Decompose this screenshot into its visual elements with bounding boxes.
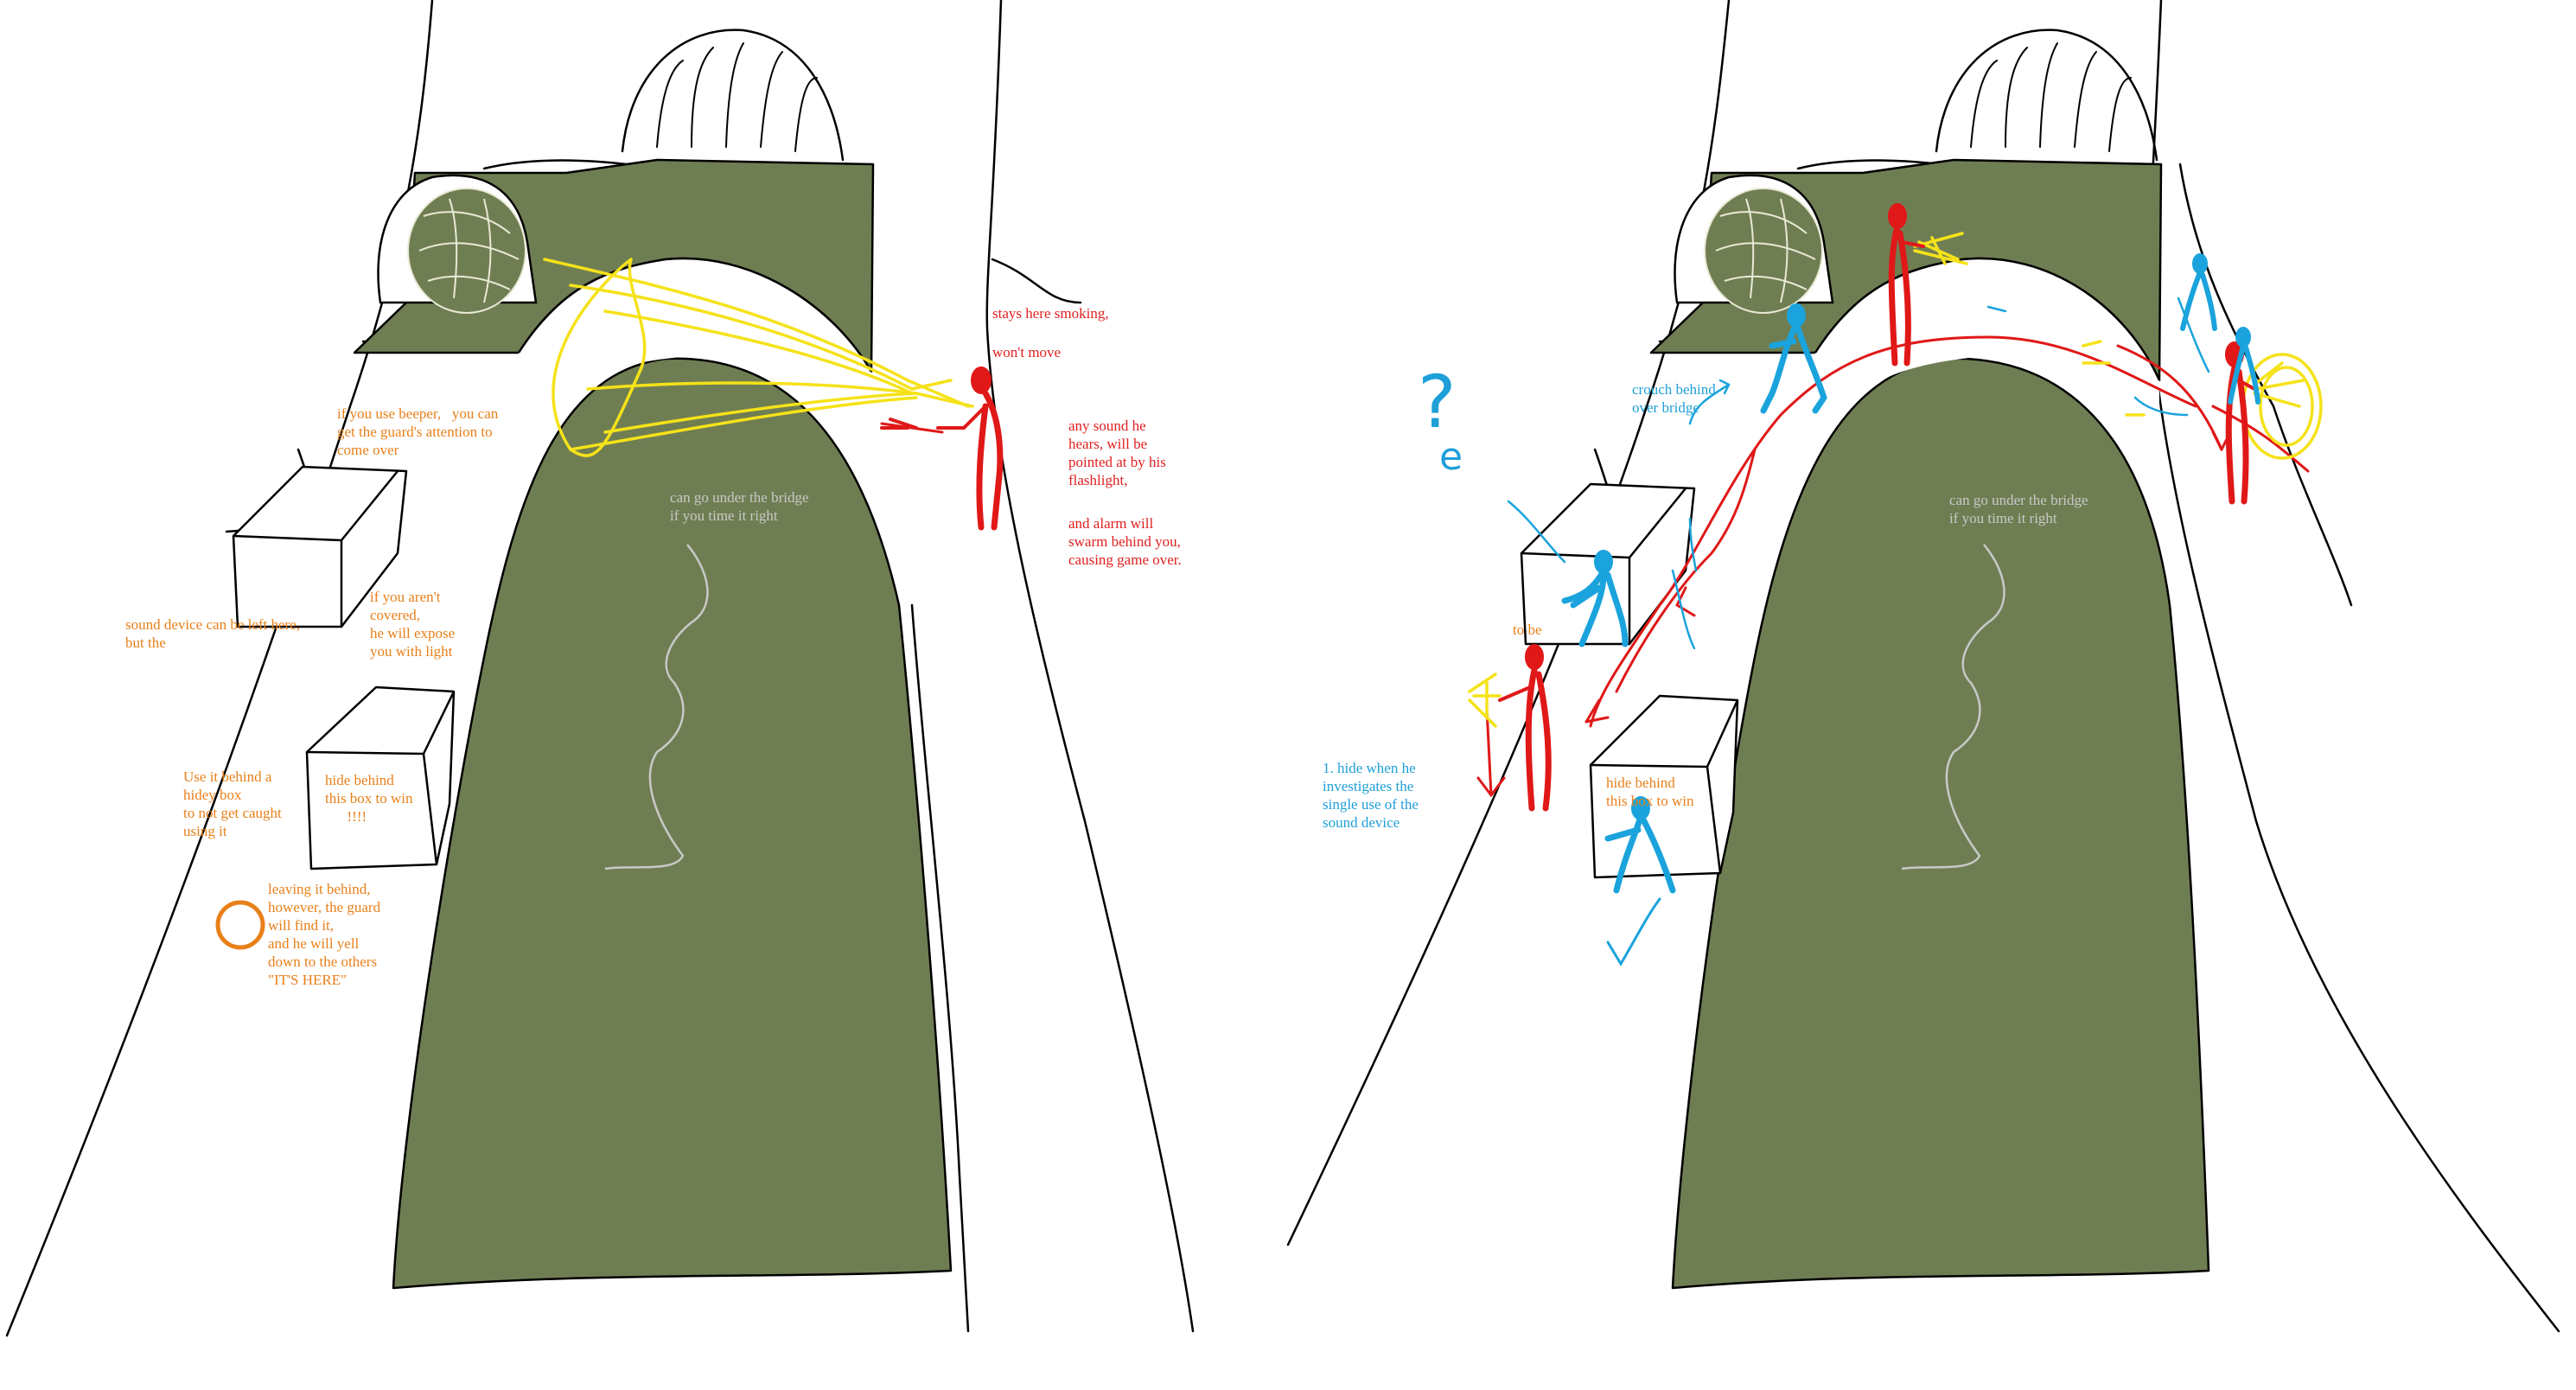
hide-when-note: 1. hide when he investigates the single …	[1323, 759, 1419, 832]
not-covered-note: if you aren't covered, he will expose yo…	[370, 588, 455, 660]
guard-note-wont-move: won't move	[992, 343, 1061, 361]
top-doorway	[622, 30, 843, 160]
hide-box-note-left: hide behind this box to win !!!!	[325, 771, 413, 826]
guard-note-stays: stays here smoking,	[992, 304, 1109, 322]
guard-note-alarm: and alarm will swarm behind you, causing…	[1068, 514, 1182, 569]
guard-note-sound: any sound he hears, will be pointed at b…	[1068, 417, 1166, 489]
question-mark-glyph: ?	[1418, 363, 1457, 441]
beeper-note: if you use beeper, you can get the guard…	[337, 405, 498, 459]
check-mark-icon	[1608, 899, 1660, 964]
crouch-note: crouch behind over bridge	[1632, 380, 1716, 417]
sound-device-icon	[218, 902, 263, 947]
under-bridge-note-right: can go under the bridge if you time it r…	[1949, 491, 2088, 527]
tower-left-wall	[7, 0, 432, 1336]
under-bridge-note-left: can go under the bridge if you time it r…	[670, 488, 809, 525]
letter-e-glyph: e	[1439, 437, 1463, 478]
rock-bump	[992, 259, 1081, 303]
partial-note: to be	[1513, 621, 1542, 639]
tower-right-wall	[987, 0, 1193, 1331]
use-behind-note: Use it behind a hidey box to not get cau…	[183, 768, 282, 840]
top-doorway	[1936, 30, 2157, 160]
sound-device-note: sound device can be left here, but the	[125, 615, 300, 652]
hide-box-note-right: hide behind this box to win	[1606, 774, 1694, 810]
ground-path	[1673, 359, 2209, 1288]
leaving-note: leaving it behind, however, the guard wi…	[268, 880, 380, 989]
tower-right-wall	[2149, 0, 2559, 1331]
tower-left-wall	[1288, 0, 1729, 1245]
